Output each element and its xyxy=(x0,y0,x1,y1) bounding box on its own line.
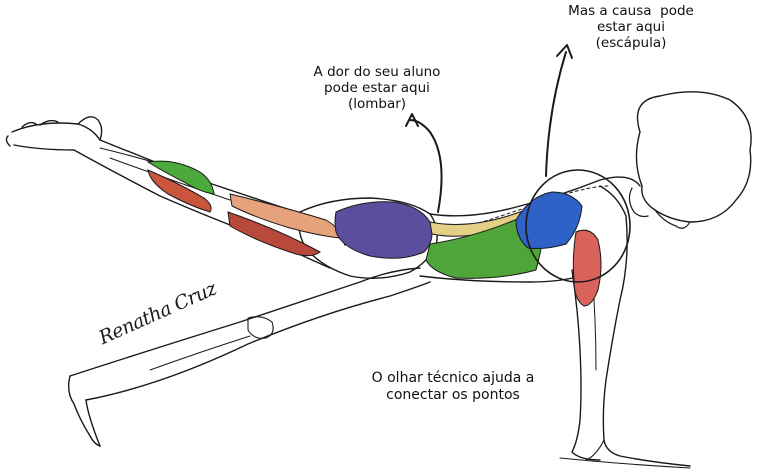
scapula-annotation: Mas a causa pode estar aqui (escápula) xyxy=(556,3,706,51)
arrow-to-lumbar xyxy=(405,113,443,213)
calf-muscle xyxy=(146,160,215,195)
lumbar-annotation-line-1: A dor do seu aluno xyxy=(313,64,441,80)
technical-annotation-line-1: O olhar técnico ajuda a xyxy=(371,370,535,386)
hamstring-upper xyxy=(227,211,321,257)
scapula-focus-circle xyxy=(525,169,631,283)
lumbar-annotation-line-2: pode estar aqui xyxy=(324,80,430,96)
floor-line xyxy=(559,457,691,469)
deltoid-muscle xyxy=(572,229,602,307)
scapula-annotation-line-1: Mas a causa pode xyxy=(568,3,694,19)
technical-annotation-line-2: conectar os pontos xyxy=(386,387,520,403)
muscle-layer xyxy=(146,160,602,307)
standing-arm xyxy=(571,185,691,467)
arrow-to-scapula xyxy=(545,44,573,177)
hamstring-muscle xyxy=(147,169,212,213)
lumbar-annotation-line-3: (lombar) xyxy=(347,96,407,112)
scapular-muscles xyxy=(515,191,583,249)
scapula-annotation-line-2: estar aqui xyxy=(597,19,665,35)
scapula-annotation-line-3: (escápula) xyxy=(595,35,667,51)
technical-eye-annotation: O olhar técnico ajuda a conectar os pont… xyxy=(358,370,548,404)
lumbar-annotation: A dor do seu aluno pode estar aqui (lomb… xyxy=(292,64,462,112)
supporting-leg xyxy=(67,267,431,447)
head xyxy=(628,91,752,229)
glute-muscle xyxy=(334,201,433,259)
